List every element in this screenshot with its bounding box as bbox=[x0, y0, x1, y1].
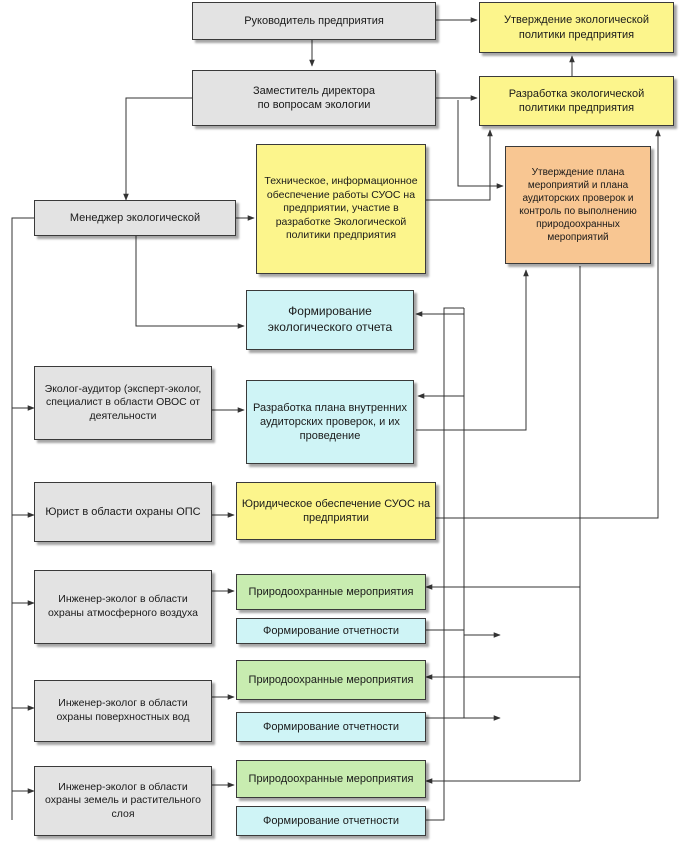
report-1-label: Формирование отчетности bbox=[262, 624, 400, 637]
auditor-box: Эколог-аудитор (эксперт-эколог, специали… bbox=[34, 366, 212, 440]
eng-land-box: Инженер-эколог в области охраны земель и… bbox=[34, 766, 212, 836]
tech-support-box: Техническое, информационное обеспечение … bbox=[256, 144, 426, 274]
measures-1-box: Природоохранные мероприятия bbox=[236, 574, 426, 610]
deputy-box: Заместитель директора по вопросам эколог… bbox=[192, 70, 436, 126]
approve-plan-label: Утверждение плана мероприятий и плана ау… bbox=[519, 167, 637, 243]
eco-manager-label: Менеджер экологической bbox=[69, 211, 201, 224]
lawyer-label: Юрист в области охраны ОПС bbox=[45, 505, 201, 518]
deputy-label: Заместитель директора по вопросам эколог… bbox=[253, 84, 375, 111]
audit-plan-label: Разработка плана внутренних аудиторских … bbox=[253, 401, 407, 443]
report-3-box: Формирование отчетности bbox=[236, 806, 426, 836]
lawyer-box: Юрист в области охраны ОПС bbox=[34, 482, 212, 542]
measures-2-label: Природоохранные мероприятия bbox=[248, 673, 414, 686]
eco-report-box: Формирование экологического отчета bbox=[246, 290, 414, 350]
measures-3-box: Природоохранные мероприятия bbox=[236, 760, 426, 798]
eng-air-box: Инженер-эколог в области охраны атмосфер… bbox=[34, 570, 212, 644]
measures-3-label: Природоохранные мероприятия bbox=[248, 772, 414, 785]
legal-support-box: Юридическое обеспечение СУОС на предприя… bbox=[236, 482, 436, 540]
report-3-label: Формирование отчетности bbox=[262, 814, 400, 827]
report-1-box: Формирование отчетности bbox=[236, 618, 426, 644]
legal-support-label: Юридическое обеспечение СУОС на предприя… bbox=[241, 497, 431, 524]
eng-land-label: Инженер-эколог в области охраны земель и… bbox=[45, 780, 201, 820]
develop-policy-box: Разработка экологической политики предпр… bbox=[479, 76, 674, 126]
approve-policy-box: Утверждение экологической политики предп… bbox=[479, 2, 674, 53]
develop-policy-label: Разработка экологической политики предпр… bbox=[508, 87, 645, 114]
measures-1-label: Природоохранные мероприятия bbox=[248, 585, 414, 598]
report-2-label: Формирование отчетности bbox=[262, 720, 400, 733]
eng-water-label: Инженер-эколог в области охраны поверхно… bbox=[56, 697, 190, 723]
tech-support-label: Техническое, информационное обеспечение … bbox=[264, 174, 418, 242]
report-2-box: Формирование отчетности bbox=[236, 712, 426, 742]
approve-policy-label: Утверждение экологической политики предп… bbox=[503, 14, 650, 41]
measures-2-box: Природоохранные мероприятия bbox=[236, 660, 426, 700]
auditor-label: Эколог-аудитор (эксперт-эколог, специали… bbox=[44, 382, 202, 422]
audit-plan-box: Разработка плана внутренних аудиторских … bbox=[246, 380, 414, 464]
eng-air-label: Инженер-эколог в области охраны атмосфер… bbox=[47, 593, 199, 619]
eco-report-label: Формирование экологического отчета bbox=[267, 304, 393, 334]
head-label: Руководитель предприятия bbox=[244, 14, 384, 27]
head-box: Руководитель предприятия bbox=[192, 2, 436, 40]
approve-plan-box: Утверждение плана мероприятий и плана ау… bbox=[505, 146, 651, 264]
eng-water-box: Инженер-эколог в области охраны поверхно… bbox=[34, 680, 212, 742]
eco-manager-box: Менеджер экологической bbox=[34, 200, 236, 236]
